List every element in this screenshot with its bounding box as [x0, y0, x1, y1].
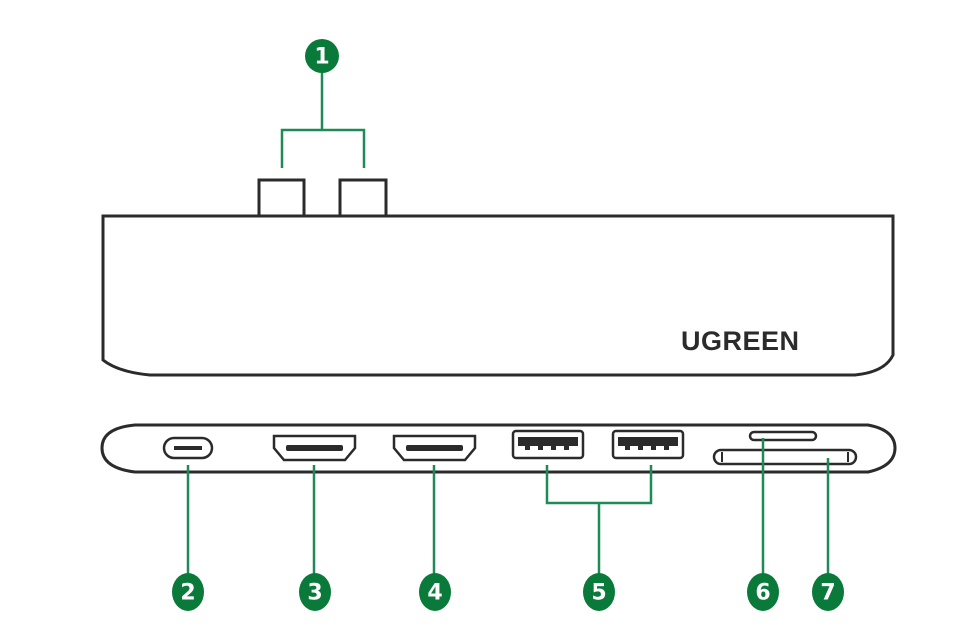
leader-5: [545, 465, 653, 578]
callout-5: 5: [583, 573, 615, 611]
hub-top-body: [101, 214, 895, 377]
brand-logo: UGREEN: [681, 326, 800, 356]
usb-a-port-1: [511, 429, 585, 460]
hub-side-body: [100, 423, 897, 474]
callout-7: 7: [812, 573, 844, 611]
svg-text:1: 1: [314, 45, 329, 70]
svg-text:6: 6: [755, 581, 770, 606]
svg-text:7: 7: [820, 581, 835, 606]
usb-c-port: [162, 436, 214, 460]
callout-1: 1: [305, 39, 339, 73]
svg-text:3: 3: [307, 581, 322, 606]
leader-1: [280, 72, 366, 168]
svg-text:4: 4: [427, 581, 442, 606]
hdmi-port-1: [272, 434, 357, 462]
sd-slot: [712, 448, 858, 466]
callout-3: 3: [299, 573, 331, 611]
callout-4: 4: [419, 573, 451, 611]
thunderbolt-connector-left: [257, 178, 306, 216]
callout-6: 6: [747, 573, 779, 611]
callout-2: 2: [172, 573, 204, 611]
microsd-slot: [748, 430, 818, 442]
svg-text:5: 5: [591, 581, 606, 606]
hdmi-port-2: [392, 434, 477, 462]
thunderbolt-connector-right: [338, 178, 388, 216]
svg-text:2: 2: [180, 581, 195, 606]
usb-a-port-2: [611, 429, 685, 460]
